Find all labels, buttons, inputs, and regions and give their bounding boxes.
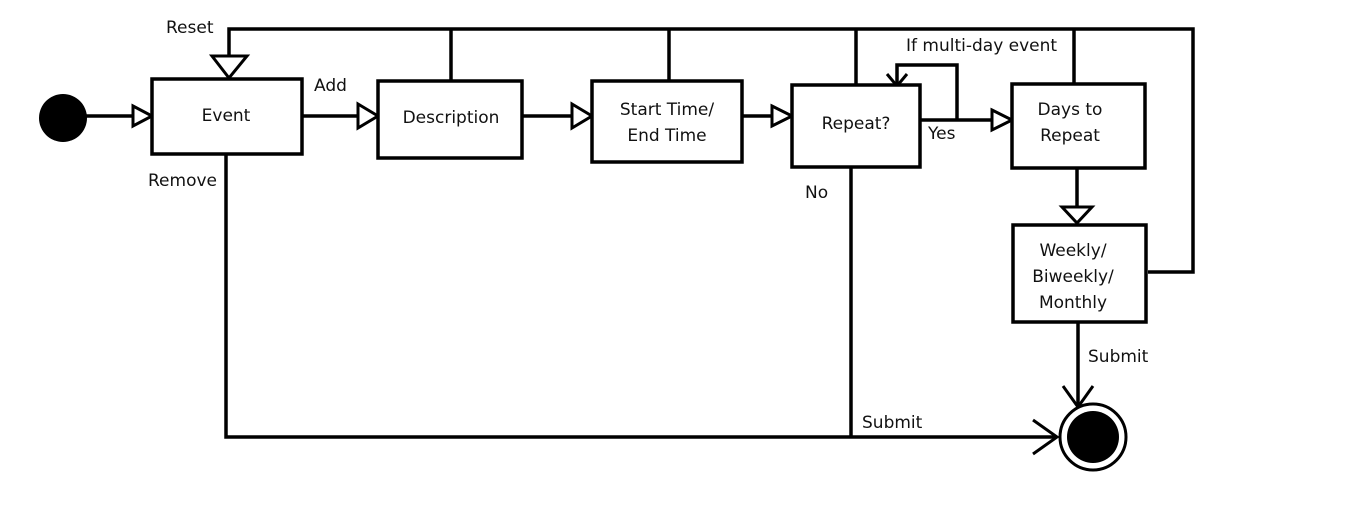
- no-label: No: [805, 183, 828, 203]
- start-end-time-node: Start Time/End Time: [590, 79, 744, 164]
- remove-label: Remove: [148, 171, 217, 191]
- weekly-label-line: Biweekly/: [1032, 267, 1114, 287]
- yes-label: Yes: [927, 124, 956, 144]
- arrowhead-into-weekly: [1058, 205, 1096, 226]
- repeat-label-line: Repeat?: [822, 114, 891, 134]
- add-label: Add: [314, 76, 347, 96]
- submit-weekly-label: Submit: [1088, 347, 1149, 367]
- days-label-line: Days to: [1038, 100, 1103, 120]
- flow-remove-to-end: [224, 154, 1055, 439]
- arrowhead-into-description: [356, 101, 381, 131]
- description-label-line: Description: [403, 108, 500, 128]
- repeat-decision-node: Repeat?: [790, 83, 922, 169]
- weekly-label-line: Weekly/: [1039, 241, 1106, 261]
- days-to-repeat-node: Days to Repeat: [1010, 82, 1147, 170]
- days-label-line: Repeat: [1040, 126, 1100, 146]
- multi-day-loop-line: [895, 63, 959, 120]
- event-node-label: Event: [202, 106, 251, 126]
- arrowhead-into-event: [131, 103, 156, 129]
- arrowhead-into-start-end: [570, 101, 595, 131]
- start-end-label-line: Start Time/: [620, 100, 715, 120]
- event-label-line: Event: [202, 106, 251, 126]
- arrowhead-reset-into-event: [208, 54, 251, 81]
- reset-bus-line: [227, 27, 1195, 274]
- repeat-decision-node-label: Repeat?: [822, 114, 891, 134]
- days-to-repeat-node-label: Days to Repeat: [1038, 100, 1103, 146]
- weekly-biweekly-monthly-node: Weekly/Biweekly/Monthly: [1011, 223, 1148, 324]
- initial-node: [39, 94, 87, 142]
- arrowhead-into-days: [990, 107, 1016, 133]
- start-end-time-node-label: Start Time/End Time: [620, 100, 715, 146]
- description-node: Description: [376, 79, 524, 160]
- reset-label: Reset: [166, 18, 214, 38]
- weekly-biweekly-monthly-node-label: Weekly/Biweekly/Monthly: [1032, 241, 1114, 313]
- arrowhead-into-repeat: [770, 103, 796, 129]
- submit-bottom-label: Submit: [862, 413, 923, 433]
- arrowhead-submit-bottom: [1032, 418, 1060, 456]
- description-node-label: Description: [403, 108, 500, 128]
- weekly-label-line: Monthly: [1039, 293, 1107, 313]
- start-end-label-line: End Time: [627, 126, 706, 146]
- final-node-core: [1067, 411, 1119, 463]
- event-node: Event: [150, 77, 304, 156]
- multi-day-label: If multi-day event: [906, 36, 1057, 56]
